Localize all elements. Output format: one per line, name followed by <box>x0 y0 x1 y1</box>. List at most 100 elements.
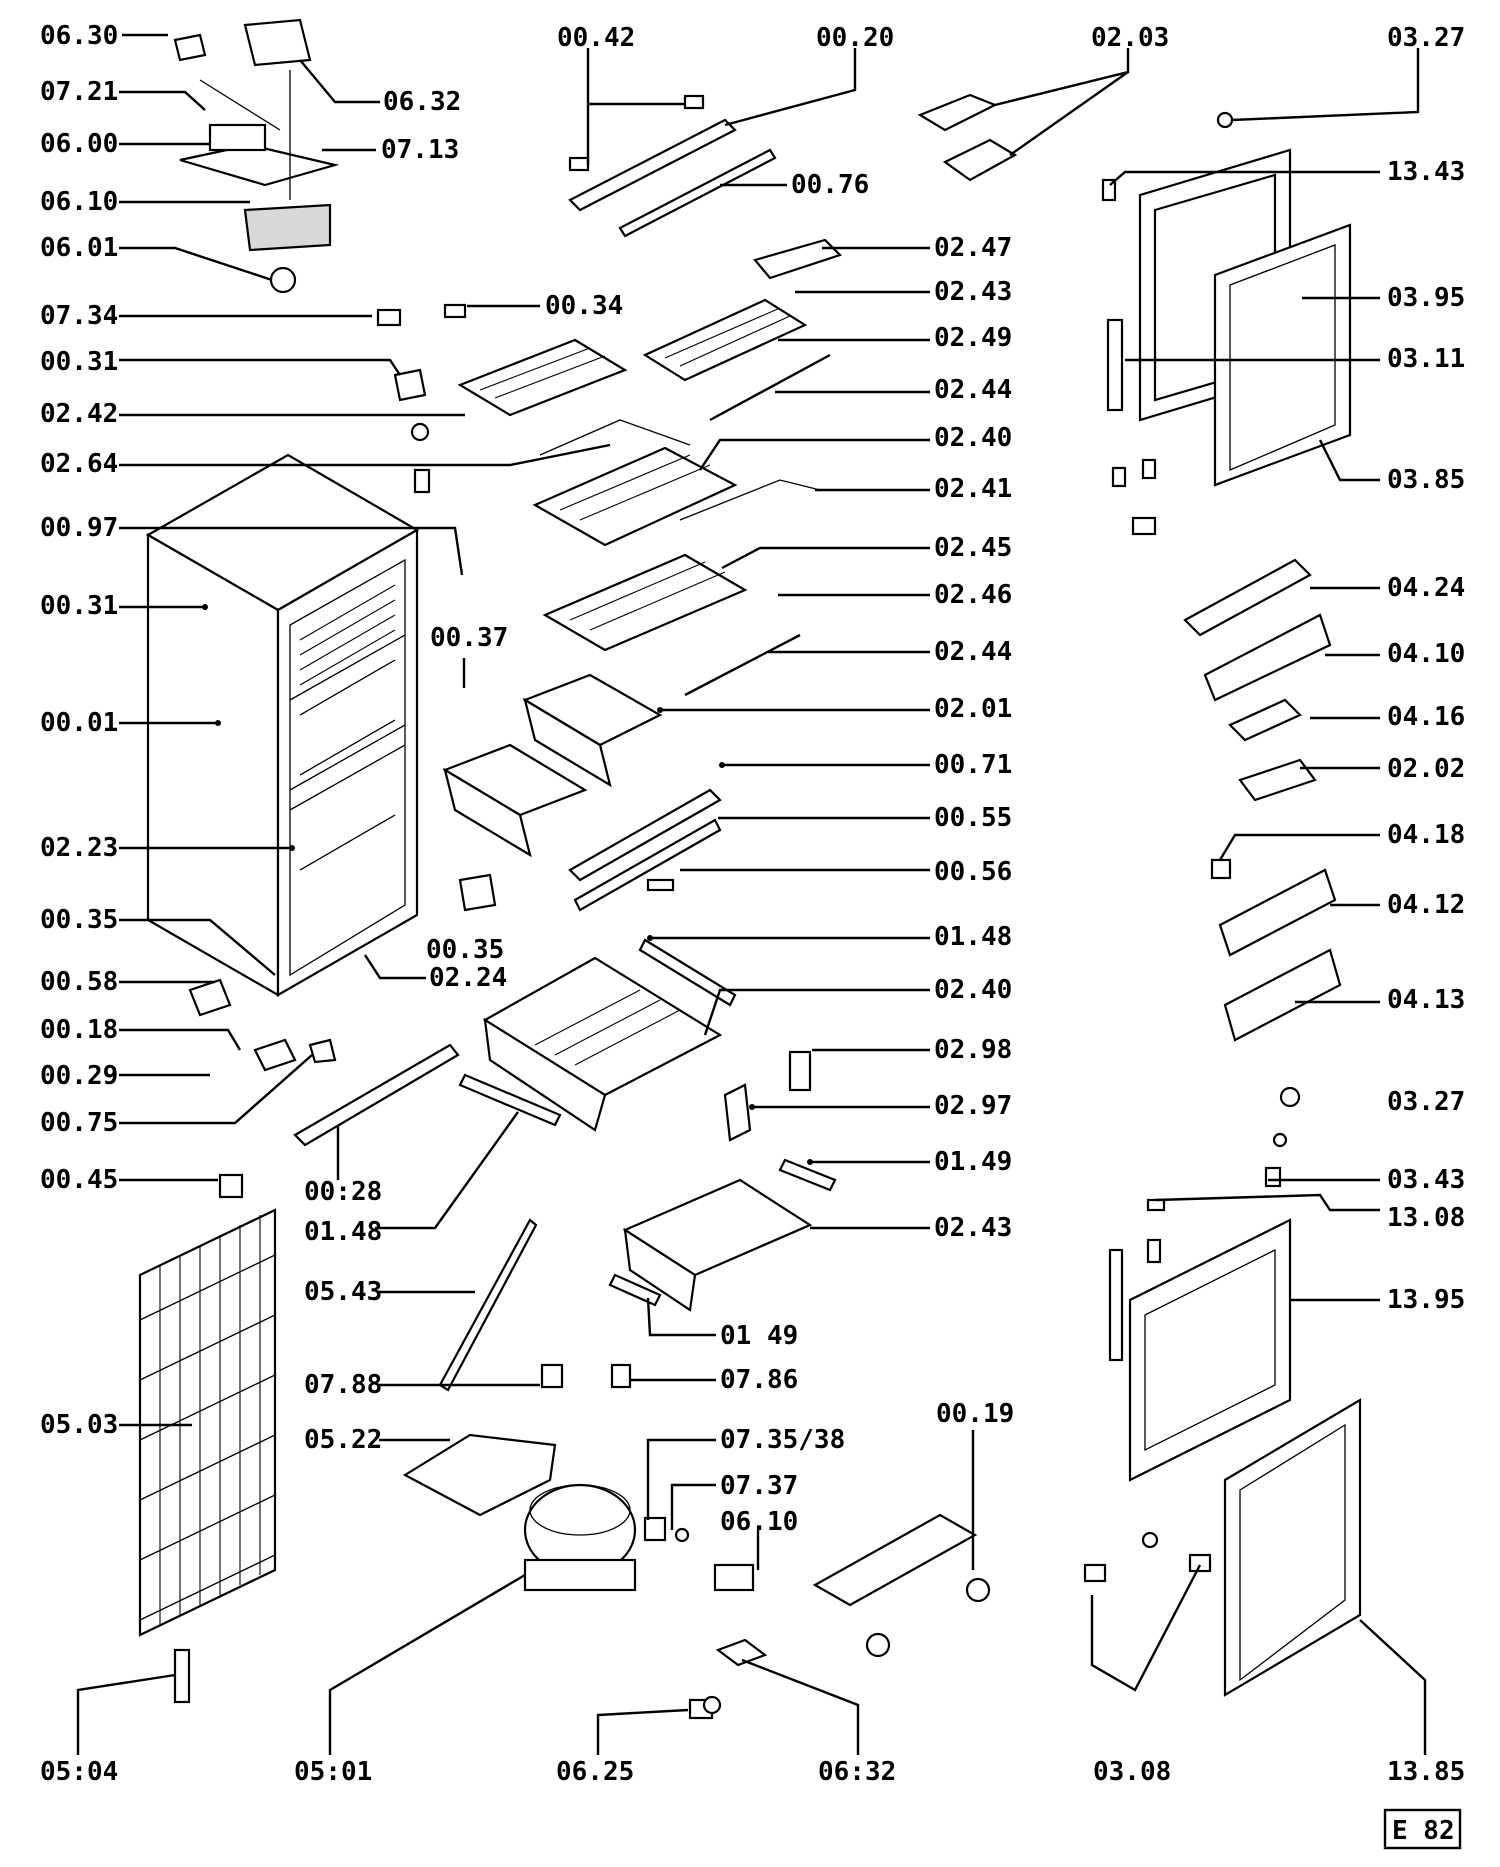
fridge-door-drawing <box>1101 111 1352 536</box>
part-label: 00.37 <box>430 623 508 653</box>
part-label: 02.40 <box>934 423 1012 453</box>
part-label: 01.49 <box>934 1147 1012 1177</box>
part-label: 04.12 <box>1387 890 1465 920</box>
part-label: 02.41 <box>934 474 1012 504</box>
part-label: 05.43 <box>304 1277 382 1307</box>
part-07-34-drawing <box>376 308 402 327</box>
part-label: 05:01 <box>294 1757 372 1787</box>
part-label: 04.16 <box>1387 702 1465 732</box>
shelves-drawing <box>457 238 843 697</box>
part-label: 13.08 <box>1387 1203 1465 1233</box>
condenser-drawing <box>138 1208 277 1637</box>
part-label: 00.71 <box>934 750 1012 780</box>
part-label: 06.01 <box>40 233 118 263</box>
part-label: 00.01 <box>40 708 118 738</box>
part-label: 02.98 <box>934 1035 1012 1065</box>
cabinet-body-drawing <box>145 453 420 997</box>
part-label: 00.31 <box>40 591 118 621</box>
part-label: 02.23 <box>40 833 118 863</box>
part-label: 02.45 <box>934 533 1012 563</box>
part-label: 03.43 <box>1387 1165 1465 1195</box>
part-label: 02.01 <box>934 694 1012 724</box>
part-02-03-grid-drawing <box>942 138 1018 182</box>
part-label: 02.49 <box>934 323 1012 353</box>
part-label: 04.10 <box>1387 639 1465 669</box>
part-label: 00.34 <box>545 291 623 321</box>
part-label: 00.76 <box>791 170 869 200</box>
part-label: 02.03 <box>1091 23 1169 53</box>
part-label: 07.86 <box>720 1365 798 1395</box>
part-label: 02.24 <box>429 963 507 993</box>
part-label: 00.97 <box>40 513 118 543</box>
part-label: 06.32 <box>383 87 461 117</box>
part-label: 00.56 <box>934 857 1012 887</box>
part-label: 02.47 <box>934 233 1012 263</box>
part-label: 03.11 <box>1387 344 1465 374</box>
part-label: 13.85 <box>1387 1757 1465 1787</box>
part-label: 05.03 <box>40 1410 118 1440</box>
part-02-03-tray-drawing <box>917 93 998 132</box>
part-label: 03.08 <box>1093 1757 1171 1787</box>
part-00-31-drawing <box>393 368 427 402</box>
part-label: 02.02 <box>1387 754 1465 784</box>
part-label: 07.21 <box>40 77 118 107</box>
part-label: 07.35/38 <box>720 1425 845 1455</box>
part-label: 00.19 <box>936 1399 1014 1429</box>
leader-lines <box>76 33 1427 1755</box>
part-label: 06.10 <box>40 187 118 217</box>
reference-box: E 82 <box>1383 1808 1462 1850</box>
top-rails-drawing <box>568 94 777 238</box>
part-label: 00.58 <box>40 967 118 997</box>
part-label: 02.97 <box>934 1091 1012 1121</box>
part-label: 01.48 <box>934 922 1012 952</box>
part-label: 07.88 <box>304 1370 382 1400</box>
part-label: 02.42 <box>40 399 118 429</box>
part-label: 00.35 <box>426 935 504 965</box>
part-label: 07.13 <box>381 135 459 165</box>
part-label: 02.43 <box>934 277 1012 307</box>
part-label: 00.35 <box>40 905 118 935</box>
part-label: 02.43 <box>934 1213 1012 1243</box>
part-label: 00.31 <box>40 347 118 377</box>
part-label: 06.30 <box>40 21 118 51</box>
part-drawings <box>138 18 1362 1720</box>
freezer-basket-drawing <box>482 956 723 1132</box>
freezer-door-drawing <box>1083 1086 1362 1697</box>
part-label: 00.20 <box>816 23 894 53</box>
part-label: 02.64 <box>40 449 118 479</box>
part-label: 05:04 <box>40 1757 118 1787</box>
part-00-34-drawing <box>443 303 467 319</box>
part-label: 03.27 <box>1387 1087 1465 1117</box>
part-label: 13.43 <box>1387 157 1465 187</box>
part-label: 00.29 <box>40 1061 118 1091</box>
part-label: 00.18 <box>40 1015 118 1045</box>
part-label: 03.95 <box>1387 283 1465 313</box>
part-label: 06:32 <box>818 1757 896 1787</box>
part-labels: 06.30 07.21 06.00 06.10 06.01 06.32 07.1… <box>40 21 1465 1787</box>
part-label: 03.27 <box>1387 23 1465 53</box>
part-label: 00.42 <box>557 23 635 53</box>
part-label: 03.85 <box>1387 465 1465 495</box>
part-label: 13.95 <box>1387 1285 1465 1315</box>
part-label: 04.24 <box>1387 573 1465 603</box>
part-label: 00.75 <box>40 1108 118 1138</box>
leader-dots <box>202 604 813 1165</box>
part-label: 00.55 <box>934 803 1012 833</box>
part-label: 00:28 <box>304 1177 382 1207</box>
part-label: 04.13 <box>1387 985 1465 1015</box>
part-label: 00.45 <box>40 1165 118 1195</box>
part-label: 02.44 <box>934 375 1012 405</box>
part-label: 02.44 <box>934 637 1012 667</box>
lower-drawer-drawing <box>622 1178 813 1312</box>
door-balconies-drawing <box>1183 558 1342 1042</box>
crisper-drawers-drawing <box>442 673 663 858</box>
part-label: 01 49 <box>720 1321 798 1351</box>
part-label: 02.46 <box>934 580 1012 610</box>
part-label: 07.34 <box>40 301 118 331</box>
part-label: 06.10 <box>720 1507 798 1537</box>
reference-box-label: E 82 <box>1392 1816 1455 1846</box>
part-label: 02.40 <box>934 975 1012 1005</box>
part-label: 04.18 <box>1387 820 1465 850</box>
part-label: 06.25 <box>556 1757 634 1787</box>
